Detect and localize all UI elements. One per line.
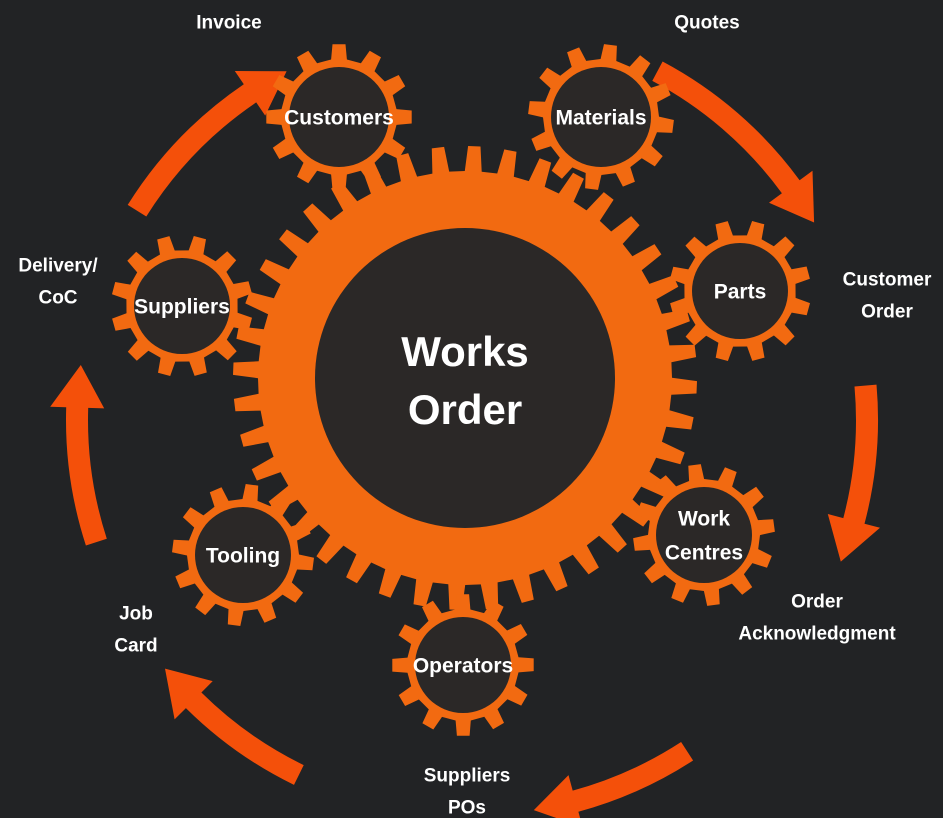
stage-label-quotes-line: Quotes	[674, 13, 739, 34]
gear-tooling-label: Tooling	[206, 544, 280, 567]
gear-operators-label: Operators	[413, 654, 513, 677]
gear-customers-hub	[289, 67, 389, 167]
works-order-title-line: Order	[408, 386, 522, 433]
arrow-order-ack-to-suppliers-pos	[533, 742, 694, 818]
cycle-arrows	[50, 61, 880, 818]
stage-label-customer-order-line: Customer	[843, 270, 932, 291]
arrow-suppliers-pos-to-job-card	[165, 668, 304, 785]
gear-materials-hub	[551, 67, 651, 167]
stage-label-suppliers-pos-line: Suppliers	[424, 766, 511, 787]
gear-work-centres-label-line: Work	[678, 507, 730, 530]
gear-tooling: Tooling	[172, 484, 314, 626]
gear-tooling-hub	[195, 507, 291, 603]
arrow-customer-order-to-order-ack	[827, 384, 880, 562]
arrow-job-card-to-delivery	[50, 365, 107, 546]
gear-suppliers-label-line: Suppliers	[134, 295, 230, 318]
works-order-gear-hub	[315, 228, 615, 528]
arrow-quotes-to-customer-order	[652, 61, 815, 223]
gear-parts: Parts	[670, 221, 810, 361]
gear-work-centres-hub	[656, 487, 752, 583]
gear-parts-label: Parts	[714, 280, 767, 303]
gear-customers-label: Customers	[284, 106, 394, 129]
gear-operators: Operators	[392, 594, 534, 736]
stage-label-order-acknowledgment-line: Acknowledgment	[738, 624, 896, 645]
stage-label-invoice: Invoice	[196, 13, 261, 34]
stage-label-delivery-coc: Delivery/CoC	[18, 256, 98, 309]
stage-label-delivery-coc-line: Delivery/	[18, 256, 98, 277]
gear-operators-label-line: Operators	[413, 654, 513, 677]
arrow-delivery-to-invoice	[127, 71, 287, 217]
stage-label-customer-order-line: Order	[861, 302, 913, 323]
stage-label-job-card-line: Job	[119, 604, 153, 625]
gear-materials-label-line: Materials	[555, 106, 646, 129]
stage-label-quotes: Quotes	[674, 13, 739, 34]
stage-label-invoice-line: Invoice	[196, 13, 261, 34]
gear-parts-hub	[692, 243, 788, 339]
stage-label-order-acknowledgment-line: Order	[791, 592, 843, 613]
gear-work-centres-label-line: Centres	[665, 541, 743, 564]
works-order-title-line: Works	[401, 328, 529, 375]
gear-suppliers: Suppliers	[112, 236, 252, 376]
stage-label-delivery-coc-line: CoC	[38, 288, 77, 309]
stage-label-job-card-line: Card	[114, 636, 157, 657]
gear-materials: Materials	[528, 44, 674, 190]
gear-customers-label-line: Customers	[284, 106, 394, 129]
stage-label-suppliers-pos-line: POs	[448, 798, 486, 818]
gear-parts-label-line: Parts	[714, 280, 767, 303]
gear-customers: Customers	[266, 44, 412, 190]
gear-tooling-label-line: Tooling	[206, 544, 280, 567]
gear-materials-label: Materials	[555, 106, 646, 129]
gear-suppliers-hub	[134, 258, 230, 354]
gear-operators-hub	[415, 617, 511, 713]
gear-suppliers-label: Suppliers	[134, 295, 230, 318]
